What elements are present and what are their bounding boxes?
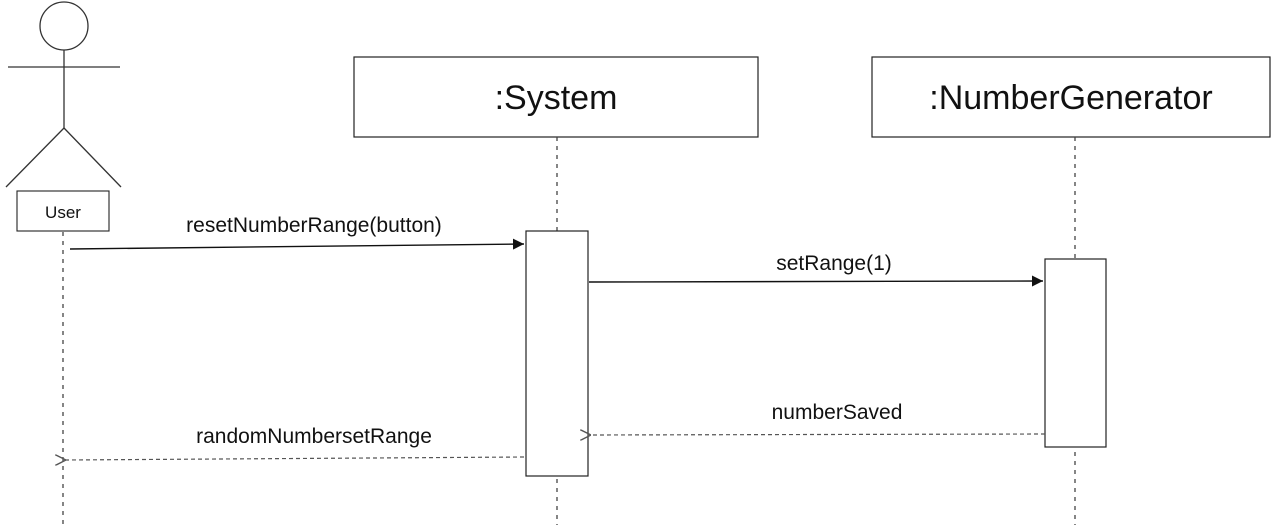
message-arrow — [69, 238, 525, 250]
message-set-range: setRange(1) — [588, 252, 1044, 287]
message-arrow — [588, 275, 1044, 287]
message-label: resetNumberRange(button) — [186, 214, 442, 237]
activation-system — [525, 230, 589, 477]
participant-system-label: :System — [495, 79, 618, 117]
participant-system: :System — [353, 56, 759, 138]
actor-user: User — [5, 1, 122, 232]
message-number-saved: numberSaved — [591, 401, 1046, 435]
actor-label-box: User — [16, 190, 110, 232]
message-arrow — [66, 457, 525, 460]
message-label: setRange(1) — [776, 252, 892, 275]
participant-number-generator-label: :NumberGenerator — [929, 79, 1212, 117]
participant-number-generator: :NumberGenerator — [871, 56, 1271, 138]
actor-figure-icon — [5, 1, 122, 188]
actor-label: User — [45, 203, 81, 222]
message-arrow — [591, 434, 1046, 435]
message-reset-number-range: resetNumberRange(button) — [69, 214, 525, 250]
message-label: numberSaved — [772, 401, 903, 424]
activation-number-generator — [1044, 258, 1107, 448]
message-random-number-set-range: randomNumbersetRange — [66, 425, 525, 460]
message-label: randomNumbersetRange — [196, 425, 432, 448]
